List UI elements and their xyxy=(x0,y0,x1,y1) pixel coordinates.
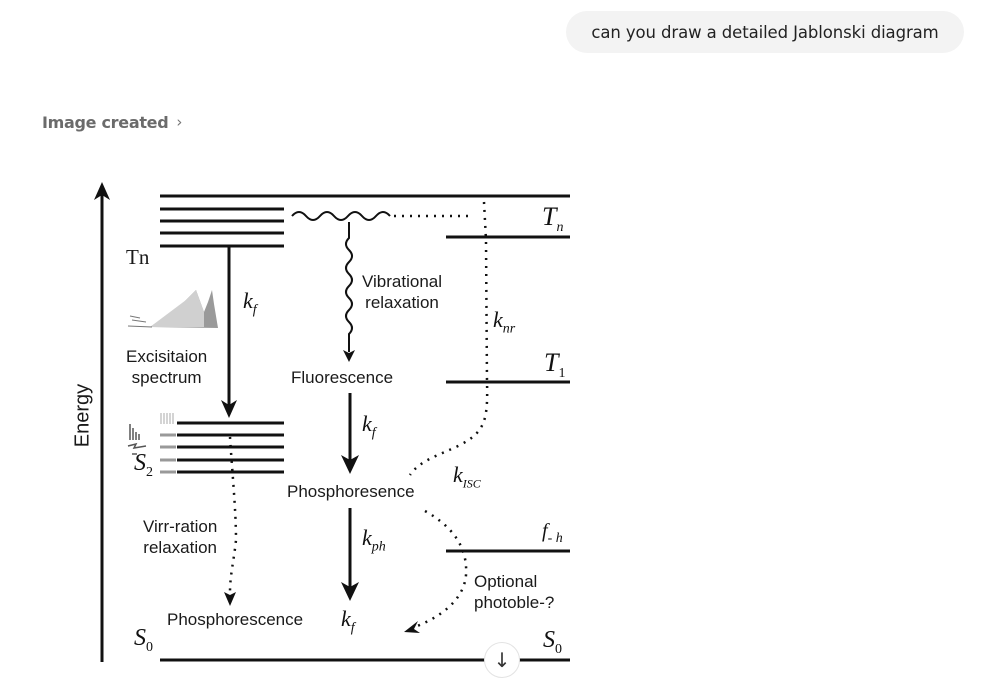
optional-photobleach-dotted xyxy=(411,509,468,630)
energy-axis-label: Energy xyxy=(71,383,94,448)
kf-top-rate: kf xyxy=(243,288,257,318)
small-bar-glyph xyxy=(127,424,147,455)
s0-right-label: S0 xyxy=(543,627,562,657)
arrow-down-icon: ↓ xyxy=(493,648,511,672)
vibration-relaxation-dotted xyxy=(228,436,238,593)
fh-label: f- h xyxy=(542,520,563,547)
excitation-spectrum-label: Excisitaion spectrum xyxy=(126,347,208,387)
wavy-horizontal xyxy=(291,211,391,221)
s0-left-label: S0 xyxy=(134,625,153,655)
scroll-to-bottom-button[interactable]: ↓ xyxy=(484,642,520,678)
optional-photobleach-arrowhead xyxy=(404,621,420,633)
image-created-label: Image created xyxy=(42,112,169,132)
vibration-relaxation-arrowhead xyxy=(224,592,236,606)
kf-absorption-arrowhead xyxy=(221,400,237,418)
user-message-bubble: can you draw a detailed Jablonski diagra… xyxy=(566,11,964,53)
s2-label: S2 xyxy=(134,450,153,480)
fluorescence-label: Fluorescence xyxy=(291,368,394,387)
tn-left-label: Tn xyxy=(126,245,150,269)
kf-mid-arrowhead xyxy=(341,455,359,474)
vibrational-relaxation-arrowhead xyxy=(343,350,355,362)
phosphorescence-bottom-label: Phosphorescence xyxy=(167,610,304,629)
kisc-rate: kISC xyxy=(453,462,481,491)
s2-hatch xyxy=(160,413,174,424)
chevron-right-icon: › xyxy=(176,113,183,131)
knr-dotted-path xyxy=(408,201,489,476)
tn-right-label: Tn xyxy=(542,202,564,236)
energy-axis-arrowhead xyxy=(94,182,110,200)
knr-rate: knr xyxy=(493,307,516,337)
vibrational-relaxation-label: Vibrational relaxation xyxy=(362,272,443,312)
phosphoresence-label: Phosphoresence xyxy=(287,482,415,501)
image-created-toggle[interactable]: Image created › xyxy=(42,110,182,134)
user-message-text: can you draw a detailed Jablonski diagra… xyxy=(591,22,939,42)
kph-arrowhead xyxy=(341,582,359,601)
kf-mid-rate: kf xyxy=(362,411,376,441)
tn-left-stack xyxy=(160,207,284,248)
vibrational-relaxation-wavy xyxy=(345,222,353,352)
kph-rate: kph xyxy=(362,525,386,555)
optional-photobleach-label: Optional photoble-? xyxy=(474,572,555,612)
s2-stack xyxy=(177,421,284,474)
s2-gray-ticks xyxy=(160,433,176,474)
excitation-spectrum-glyph xyxy=(127,290,218,328)
t1-label: T1 xyxy=(544,348,566,382)
kf-bottom-rate: kf xyxy=(341,606,355,636)
virr-ration-relaxation-label: Virr-ration relaxation xyxy=(143,517,218,557)
